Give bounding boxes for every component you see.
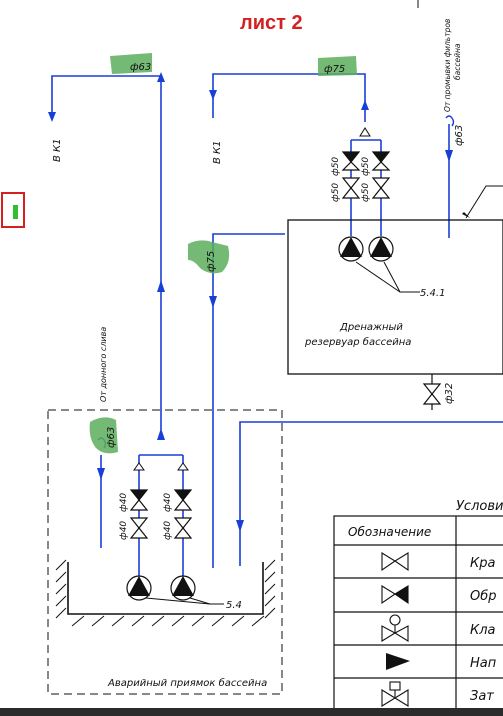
legend-shutoff-valve-icon (381, 681, 409, 707)
label-d50-d: ф50 (361, 183, 371, 202)
legend-row-2: Обр (470, 589, 497, 604)
break-marks (97, 115, 455, 449)
highlight-marks (89, 53, 357, 454)
tee-markers (133, 127, 371, 471)
drain-valve-32 (422, 374, 442, 410)
flow-arrow-down-k1-right (209, 90, 217, 100)
flow-arrow-down-k1-left (48, 112, 56, 122)
flow-arrow-down-drain (97, 468, 105, 480)
legend-row-3: Кла (470, 623, 496, 638)
reservoir-tank (287, 185, 503, 375)
flow-arrow-up-pit (157, 428, 165, 440)
pit-pump-ref: 5.4 (226, 600, 242, 611)
reservoir-valves (341, 151, 391, 199)
label-d63-low: ф63 (106, 427, 117, 448)
label-bottom-drain: От донного слива (99, 327, 108, 402)
label-to-k1-right: В К1 (212, 140, 223, 164)
page-title: лист 2 (240, 12, 303, 34)
flow-arrows (48, 72, 453, 532)
legend-gate-valve-icon (381, 552, 409, 572)
status-marker (1, 192, 25, 228)
emergency-pit (47, 409, 283, 695)
label-d50-a: ф50 (331, 157, 341, 176)
legend-row-5: Зат (470, 689, 494, 704)
label-d50-c: ф50 (331, 183, 341, 202)
legend-table: Услови Обозначение (333, 499, 503, 713)
bottom-border (0, 708, 503, 716)
label-to-k1-left: В К1 (52, 138, 63, 162)
label-filter-wash-2: бассейна (453, 43, 462, 80)
label-d40-b: ф40 (163, 493, 173, 512)
pit-label: Аварийный приямок бассейна (107, 677, 267, 689)
label-d50-b: ф50 (361, 157, 371, 176)
label-d40-c: ф40 (119, 521, 129, 540)
label-d75-mid: ф75 (206, 251, 217, 272)
flow-arrow-down-overflow (236, 520, 244, 532)
pipe-to-k1-left (51, 75, 162, 430)
legend-check-valve-icon (381, 585, 409, 605)
flow-arrow-down-filter (445, 150, 453, 162)
label-d40-a: ф40 (119, 493, 129, 512)
label-d63-top: ф63 (130, 62, 151, 73)
flow-arrow-up-res (361, 100, 369, 110)
pit-valves (129, 489, 193, 539)
legend-control-valve-icon (381, 614, 409, 642)
pipe-to-k1-right (212, 73, 366, 122)
flow-arrow-up-mid (157, 280, 165, 292)
legend-header-designation: Обозначение (348, 525, 431, 539)
reservoir-label-1: Дренажный (339, 322, 403, 333)
legend-row-4: Нап (470, 656, 497, 671)
status-marker-bar (13, 205, 18, 219)
label-d75-top: ф75 (324, 64, 345, 75)
legend-title: Услови (456, 499, 503, 514)
flow-arrow-down-mid (209, 296, 217, 308)
reservoir-label-2: резервуар бассейна (304, 336, 411, 348)
label-d32: ф32 (444, 383, 455, 404)
pipe-overflow (239, 421, 503, 566)
legend-row-1: Кра (470, 556, 495, 571)
reservoir-pumps (338, 236, 420, 293)
legend-direction-icon (386, 653, 410, 670)
pit-pumps (126, 575, 224, 605)
pipe-reservoir-to-pit (212, 233, 285, 568)
reservoir-pump-ref: 5.4.1 (420, 288, 445, 299)
label-filter-wash-1: От промывки фильтров (443, 19, 452, 112)
label-d40-d: ф40 (163, 521, 173, 540)
label-d63-right: ф63 (454, 125, 465, 146)
flow-arrow-up-left (157, 72, 165, 82)
